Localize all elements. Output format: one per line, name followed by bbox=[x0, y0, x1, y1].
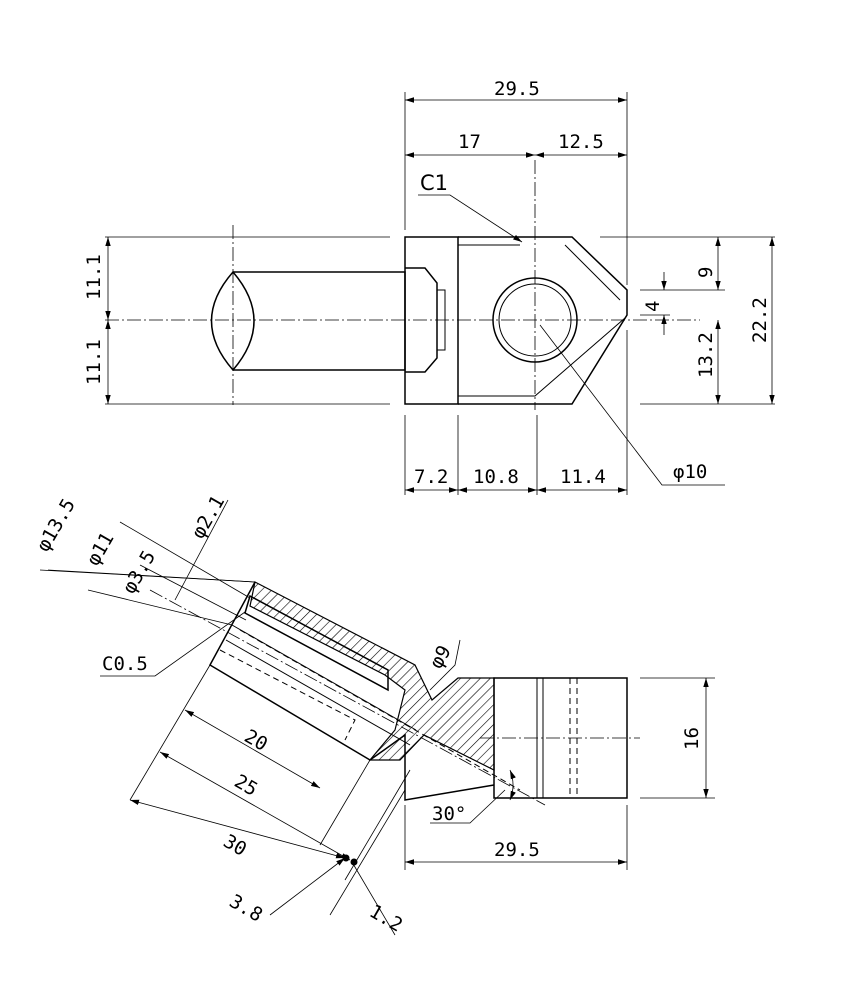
dim-line-len-1-2 bbox=[351, 861, 396, 936]
dim-point bbox=[350, 858, 358, 866]
label-left-width: 17 bbox=[458, 131, 481, 153]
label-chamfer: C1 bbox=[420, 171, 448, 195]
label-len-20: 20 bbox=[241, 725, 272, 755]
ext-line bbox=[329, 789, 406, 916]
label-overall-width: 29.5 bbox=[494, 78, 540, 100]
label-len-25: 25 bbox=[231, 770, 262, 800]
section-pin-hidden bbox=[219, 629, 521, 791]
label-tip-flat: 4 bbox=[642, 301, 664, 312]
pin-end-ellipse bbox=[210, 270, 255, 372]
label-mid-dia: φ11 bbox=[82, 529, 118, 570]
leader-bore bbox=[539, 324, 725, 486]
ext-line bbox=[319, 759, 371, 846]
section-view: φ13.5 φ11 φ3.5 φ2.1 C0.5 φ9 20 25 30 3.8… bbox=[32, 492, 715, 936]
dim-line-pin-dia bbox=[139, 564, 247, 621]
label-upper-half: 11.1 bbox=[83, 254, 105, 300]
label-seg-a: 7.2 bbox=[414, 466, 448, 488]
section-pin-centerline bbox=[149, 589, 546, 806]
leader-chamfer-small bbox=[100, 611, 246, 677]
label-chamfer-small: C0.5 bbox=[102, 653, 148, 675]
label-angle: 30° bbox=[432, 803, 466, 825]
label-overall-height: 22.2 bbox=[749, 297, 771, 343]
leader-neck bbox=[429, 639, 461, 691]
dim-arc-angle bbox=[509, 769, 516, 801]
section-hatched-body bbox=[249, 581, 495, 771]
label-tip-offset: 9 bbox=[695, 267, 717, 278]
label-lower-height: 13.2 bbox=[695, 332, 717, 378]
label-neck-dia: φ9 bbox=[425, 642, 455, 673]
label-hole-dia: φ2.1 bbox=[187, 492, 229, 543]
dim-line-len-30 bbox=[129, 799, 346, 859]
label-bore-diameter: φ10 bbox=[673, 461, 707, 483]
pin-collar bbox=[405, 267, 438, 373]
bore-outer-circle bbox=[492, 277, 578, 363]
section-pin-outline bbox=[208, 581, 495, 801]
label-right-width: 12.5 bbox=[558, 131, 604, 153]
label-seg-b: 10.8 bbox=[473, 466, 519, 488]
block-chamfer-upper bbox=[564, 244, 621, 301]
ext-line bbox=[119, 521, 251, 599]
block-inner-outline bbox=[458, 244, 626, 397]
ext-line bbox=[129, 664, 211, 801]
label-len-1-2: 1.2 bbox=[366, 900, 407, 936]
section-pin-top bbox=[244, 594, 389, 692]
dim-line-len-25 bbox=[159, 751, 351, 861]
dim-line-mid-dia bbox=[87, 589, 233, 626]
block-left-part bbox=[404, 236, 459, 405]
bore-inner-circle bbox=[498, 283, 572, 357]
dim-line-hole-dia bbox=[174, 499, 229, 601]
label-len-3-8: 3.8 bbox=[226, 890, 267, 926]
dim-line-outer-dia bbox=[47, 569, 256, 583]
label-lower-half: 11.1 bbox=[83, 339, 105, 385]
leader-chamfer bbox=[418, 194, 523, 243]
pin-body bbox=[233, 271, 406, 371]
pin-collar-step bbox=[437, 289, 446, 351]
label-seg-c: 11.4 bbox=[560, 466, 606, 488]
label-width: 29.5 bbox=[494, 839, 540, 861]
dim-point bbox=[342, 854, 350, 862]
label-outer-dia: φ13.5 bbox=[32, 495, 80, 556]
leader-angle bbox=[430, 789, 506, 824]
block-right-part bbox=[458, 236, 628, 405]
label-height: 16 bbox=[681, 727, 703, 750]
top-view: 29.5 17 12.5 C1 11.1 11.1 9 4 13.2 22.2 … bbox=[83, 78, 775, 495]
label-len-30: 30 bbox=[220, 830, 251, 860]
dim-line-len-3-8 bbox=[269, 857, 346, 916]
